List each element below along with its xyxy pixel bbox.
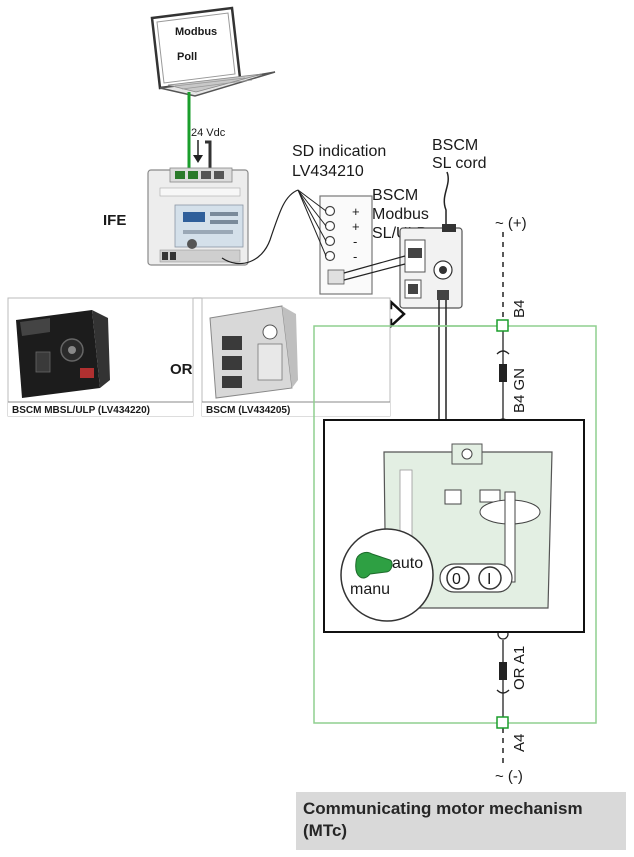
off-button-label: 0 [452,571,461,588]
bscm-modbus-line2: Modbus [372,206,429,223]
sd-terminal-4: - [353,249,357,264]
sd-indication-line2: LV434210 [292,163,364,180]
terminal-minus-label: ~ (-) [495,768,523,785]
terminal-a4-square [496,716,509,729]
sd-terminal-3: - [353,234,357,249]
contact-lower [496,662,510,694]
pin-or-a1-label: OR A1 [511,646,528,690]
contact-upper [496,350,510,382]
or-label: OR [170,361,193,378]
mode-selector-bubble [340,528,434,622]
ife-label: IFE [103,212,126,229]
bscm-device-image [209,305,298,399]
mode-manu-label: manu [350,581,390,598]
mode-auto-label: auto [392,555,423,572]
sd-indication-line1: SD indication [292,143,386,160]
bscm-module [399,224,463,309]
mtc-caption: Communicating motor mechanism (MTc) [303,799,583,840]
pin-b4-label: B4 [511,300,528,318]
laptop-icon [150,6,276,97]
sd-terminal-2: + [352,219,360,234]
bscm-modbus-line1: BSCM [372,187,418,204]
bscm-mbsl-device-image [16,310,110,398]
module-left-caption: BSCM MBSL/ULP (LV434220) [12,405,150,416]
laptop-label-line1: Modbus [175,26,217,38]
terminal-plus-label: ~ (+) [495,215,527,232]
sd-wires [297,189,327,257]
pin-a4-label: A4 [511,734,528,752]
sl-cord-wire [443,171,449,226]
ife-to-bscm-wire [221,189,299,265]
caption-box [296,792,626,850]
ife-module [147,167,249,266]
on-button[interactable] [478,566,502,590]
sd-terminals [324,205,345,285]
bscm-sl-cord-line1: BSCM [432,137,478,154]
sd-terminal-1: + [352,204,360,219]
pin-b4gn-label: B4 GN [511,368,528,413]
module-right-caption: BSCM (LV434205) [206,405,290,416]
supply-label: 24 Vdc [191,127,226,139]
terminal-b4-square [496,319,509,332]
sd-to-bscm-wires [343,255,406,281]
laptop-label-line2: Poll [177,51,197,63]
bscm-sl-cord-line2: SL cord [432,155,487,172]
mode-switch-icon[interactable] [355,551,393,579]
off-button[interactable] [446,566,470,590]
on-button-label: I [487,571,491,588]
